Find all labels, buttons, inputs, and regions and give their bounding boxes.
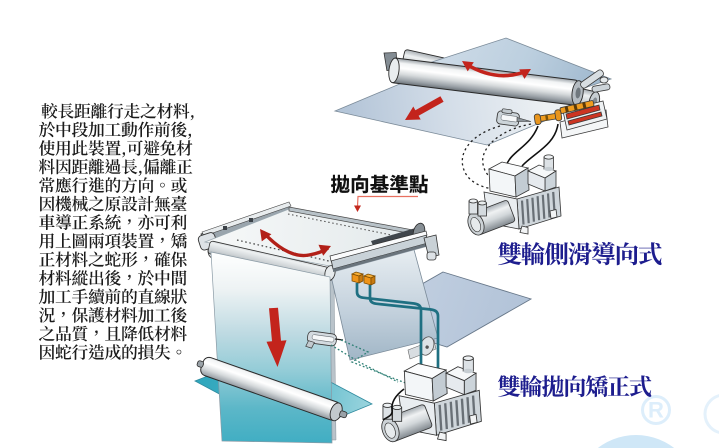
svg-text:R: R [648, 398, 664, 423]
